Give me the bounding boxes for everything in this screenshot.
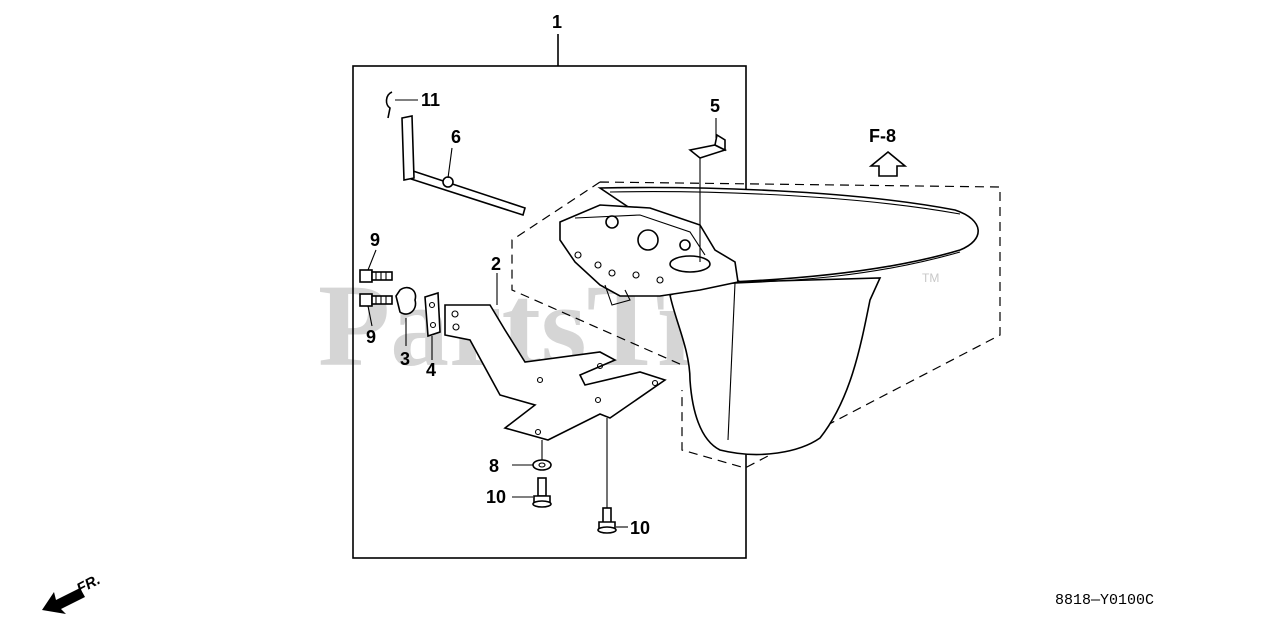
part-6-collar <box>442 176 454 188</box>
leader-6 <box>447 147 453 179</box>
callout-9-lower: 9 <box>366 327 376 347</box>
part-10-bolt-right <box>597 507 617 534</box>
mount-recess <box>669 255 711 273</box>
callout-10-left: 10 <box>486 487 506 507</box>
part-9-bolt-lower <box>359 293 393 307</box>
part-2-bracket <box>444 304 667 441</box>
bracket-hole <box>534 428 542 436</box>
callout-1: 1 <box>552 12 562 32</box>
callout-4: 4 <box>426 360 436 380</box>
callout-9-upper: 9 <box>370 230 380 250</box>
case-lower-rim <box>704 251 961 285</box>
part-5-tab <box>714 133 726 152</box>
leader-9-lower <box>367 305 373 327</box>
washer-hole <box>538 462 546 468</box>
mount-hole <box>632 271 640 279</box>
bracket-hole <box>651 379 659 387</box>
part-6-arm <box>401 115 415 181</box>
mount-boss <box>605 215 619 229</box>
mount-hole <box>608 269 616 277</box>
bracket-hole <box>594 396 602 404</box>
extension-case <box>597 186 979 456</box>
callout-11: 11 <box>421 90 440 110</box>
figure-ref-label: F-8 <box>869 126 896 146</box>
bracket-hole <box>451 310 459 318</box>
part-4-plate <box>424 291 441 338</box>
bracket-hole <box>452 323 460 331</box>
figure-ref-arrow-icon <box>868 150 908 177</box>
mount-hole <box>656 276 664 284</box>
mount-case-edge <box>574 214 706 256</box>
callout-10-right: 10 <box>630 518 650 538</box>
callout-8: 8 <box>489 456 499 476</box>
bracket-hole <box>596 362 604 370</box>
mount-boss <box>679 239 691 251</box>
plate-hole <box>429 321 437 329</box>
mount-boss <box>637 229 659 251</box>
part-9-bolt-upper <box>359 269 393 283</box>
diagram-code: 8818—Y0100C <box>1055 592 1154 609</box>
mount-hole <box>594 261 602 269</box>
leader-9-upper <box>367 249 377 271</box>
case-seam <box>727 282 736 441</box>
plate-hole <box>428 301 436 309</box>
case-rim-line <box>609 191 961 215</box>
callout-2: 2 <box>491 254 501 274</box>
part-11-clip <box>385 91 393 119</box>
part-6-shaft <box>407 168 526 217</box>
part-8-washer <box>532 459 552 471</box>
mount-hole <box>574 251 582 259</box>
front-direction-arrow-icon <box>42 588 85 614</box>
callout-6: 6 <box>451 127 461 147</box>
part-10-bolt-left <box>532 477 552 508</box>
part-3-clamp <box>395 286 417 315</box>
bracket-hole <box>536 376 544 384</box>
callout-5: 5 <box>710 96 720 116</box>
mount-tab <box>604 284 631 306</box>
callout-3: 3 <box>400 349 410 369</box>
watermark-trademark: TM <box>922 271 939 285</box>
engine-cover-outline <box>511 181 1001 469</box>
